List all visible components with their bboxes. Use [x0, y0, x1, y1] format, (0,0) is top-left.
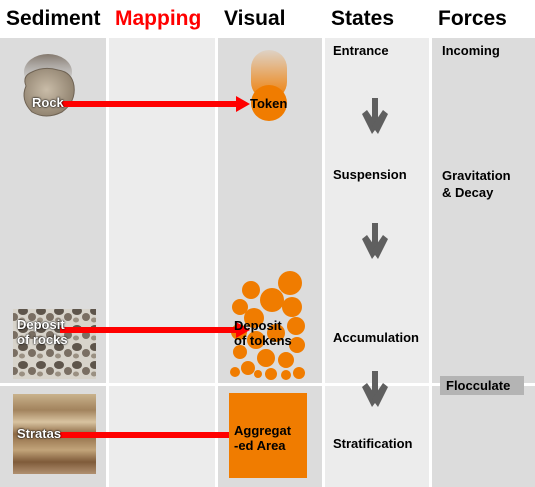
pebbles-image	[13, 309, 96, 379]
state-suspension: Suspension	[333, 167, 407, 182]
down-arrow-icon	[362, 98, 388, 134]
down-arrow-icon	[362, 371, 388, 407]
label-deposit-of-rocks: Deposit of rocks	[17, 317, 68, 347]
state-entrance: Entrance	[333, 43, 389, 58]
label-stratas: Stratas	[17, 426, 62, 441]
label-aggregated-area: Aggregat -ed Area	[234, 423, 292, 453]
force-gravitation-decay: Gravitation & Decay	[442, 168, 511, 200]
header-mapping: Mapping	[109, 0, 215, 38]
label-token: Token	[250, 96, 288, 111]
token-icon	[251, 50, 287, 121]
down-arrow-icon	[362, 223, 388, 259]
label-deposit-of-tokens: Deposit of tokens	[234, 318, 292, 348]
header-states: States	[325, 0, 429, 38]
column-mapping: Mapping	[109, 0, 215, 487]
mapping-arrow-icon	[60, 96, 250, 112]
header-sediment: Sediment	[0, 0, 106, 38]
mapping-arrow-icon	[60, 322, 250, 338]
state-stratification: Stratification	[333, 436, 413, 451]
column-forces: Forces	[432, 0, 535, 487]
token-deposit-icon	[230, 271, 305, 380]
force-flocculate: Flocculate	[440, 376, 524, 395]
force-incoming: Incoming	[442, 43, 500, 58]
header-visual: Visual	[218, 0, 322, 38]
row-divider	[0, 383, 535, 386]
label-rock: Rock	[32, 95, 64, 110]
state-accumulation: Accumulation	[333, 330, 419, 345]
aggregated-area-block	[229, 393, 307, 478]
header-forces: Forces	[432, 0, 535, 38]
